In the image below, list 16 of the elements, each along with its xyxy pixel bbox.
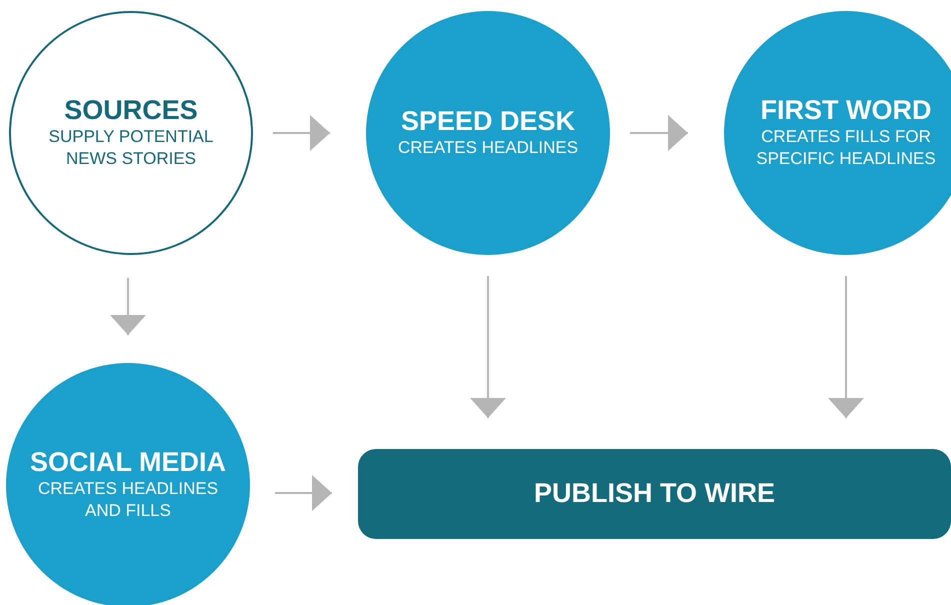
arrow [275, 475, 332, 511]
process-bar [358, 449, 951, 539]
arrow [273, 115, 330, 151]
arrow [470, 276, 506, 418]
node-title: SOURCES [64, 96, 198, 126]
node-description: CREATES HEADLINES AND FILLS [36, 478, 220, 522]
node-description: CREATES HEADLINES [396, 136, 580, 159]
arrow [630, 115, 688, 151]
arrow [828, 276, 864, 418]
node-title: PUBLISH TO WIRE [534, 479, 775, 509]
node-description: CREATES FILLS FOR SPECIFIC HEADLINES [755, 126, 937, 170]
node-description: SUPPLY POTENTIAL NEWS STORIES [48, 126, 214, 170]
node-title: SPEED DESK [400, 107, 576, 137]
node-title: FIRST WORD [760, 96, 932, 126]
node-title: SOCIAL MEDIA [30, 448, 226, 478]
arrow [110, 278, 146, 335]
